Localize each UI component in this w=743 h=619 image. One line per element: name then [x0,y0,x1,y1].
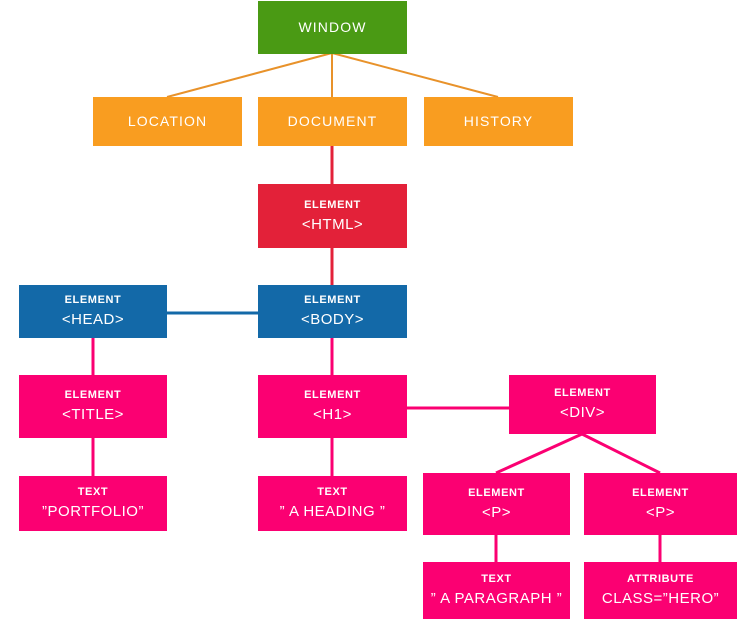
node-text-paragraph-kind: TEXT [481,573,512,586]
node-text-portfolio-value: ”PORTFOLIO” [42,503,144,521]
node-element-head-value: <HEAD> [61,311,125,329]
node-element-p-right-value: <P> [645,503,676,521]
node-text-paragraph[interactable]: TEXT ” A PARAGRAPH ” [423,562,570,619]
node-element-title-value: <TITLE> [62,406,124,424]
node-element-h1-kind: ELEMENT [304,389,361,402]
node-element-p-right[interactable]: ELEMENT <P> [584,473,737,535]
node-element-p-right-kind: ELEMENT [632,486,689,499]
node-element-h1[interactable]: ELEMENT <H1> [258,375,407,438]
node-element-h1-value: <H1> [313,406,352,424]
edge-window-location [166,52,333,98]
node-history[interactable]: HISTORY [424,97,573,146]
node-attribute-class-kind: ATTRIBUTE [627,573,694,586]
node-text-portfolio-kind: TEXT [77,486,109,499]
node-text-heading-kind: TEXT [317,486,348,499]
node-text-heading-value: ” A HEADING ” [279,503,386,521]
node-location[interactable]: LOCATION [93,97,242,146]
node-element-body-value: <BODY> [300,311,365,329]
node-history-label: HISTORY [463,113,534,130]
edge-div-p-left [495,432,583,475]
edge-window-history [331,52,499,98]
node-element-div[interactable]: ELEMENT <DIV> [509,375,656,434]
node-element-p-left-value: <P> [481,503,512,521]
node-window-label: WINDOW [298,19,367,36]
node-element-title[interactable]: ELEMENT <TITLE> [19,375,167,438]
node-element-html-kind: ELEMENT [304,198,361,211]
node-attribute-class-value: CLASS=”HERO” [601,590,720,608]
node-element-body[interactable]: ELEMENT <BODY> [258,285,407,338]
edge-div-p-right [581,432,661,475]
node-text-heading[interactable]: TEXT ” A HEADING ” [258,476,407,531]
node-location-label: LOCATION [127,113,208,130]
node-element-div-kind: ELEMENT [554,387,611,400]
node-element-head[interactable]: ELEMENT <HEAD> [19,285,167,338]
node-text-portfolio[interactable]: TEXT ”PORTFOLIO” [19,476,167,531]
node-element-p-left[interactable]: ELEMENT <P> [423,473,570,535]
node-element-html-value: <HTML> [301,215,364,233]
node-text-paragraph-value: ” A PARAGRAPH ” [430,590,563,608]
node-document[interactable]: DOCUMENT [258,97,407,146]
node-element-html[interactable]: ELEMENT <HTML> [258,184,407,248]
node-attribute-class[interactable]: ATTRIBUTE CLASS=”HERO” [584,562,737,619]
node-document-label: DOCUMENT [287,113,378,130]
node-element-title-kind: ELEMENT [64,389,122,402]
node-element-head-kind: ELEMENT [64,294,122,307]
node-window[interactable]: WINDOW [258,1,407,54]
node-element-p-left-kind: ELEMENT [468,486,525,499]
node-element-body-kind: ELEMENT [304,294,361,307]
node-element-div-value: <DIV> [559,404,606,422]
